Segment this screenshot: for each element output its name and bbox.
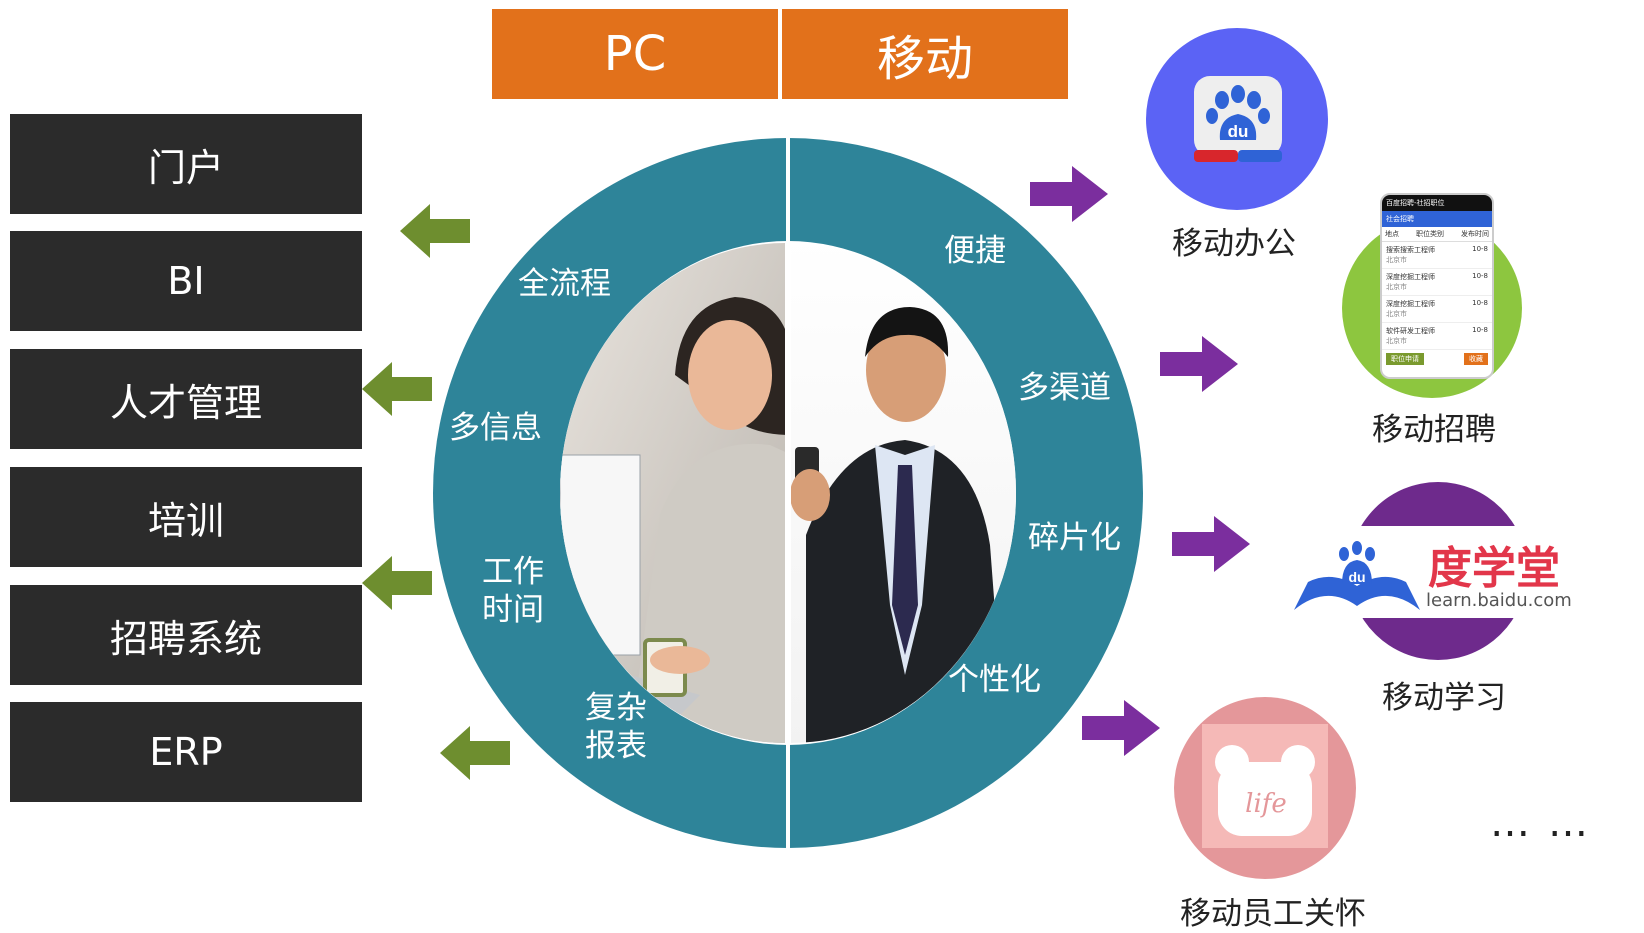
mobile-learning-label: 移动学习: [1382, 680, 1506, 716]
ring-label-personalized: 个性化: [948, 662, 1041, 698]
ring-label-complex: 复杂: [585, 690, 647, 726]
ring-label-multi-channel: 多渠道: [1018, 370, 1111, 406]
left-arrow-icon: [362, 362, 432, 416]
recruit-list-item: 搜索搜索工程师北京市 10-8: [1382, 242, 1492, 269]
recruit-screen-title: 百度招聘-社招职位: [1382, 195, 1492, 211]
ring-label-multi-info: 多信息: [449, 410, 542, 446]
learning-logo-url: learn.baidu.com: [1426, 590, 1572, 611]
system-erp: ERP: [10, 702, 362, 802]
recruit-list-item: 软件研发工程师北京市 10-8: [1382, 323, 1492, 350]
recruit-filter-location: 地点: [1385, 230, 1399, 238]
mobile-office-label: 移动办公: [1172, 226, 1296, 262]
left-arrow-icon: [440, 726, 510, 780]
left-arrow-icon: [362, 556, 432, 610]
ring-label-reports: 报表: [585, 728, 647, 764]
right-arrow-icon: [1160, 336, 1238, 392]
learning-icon-text: du: [1348, 569, 1365, 585]
recruit-apply-button[interactable]: 职位申请: [1386, 353, 1424, 365]
system-portal: 门户: [10, 114, 362, 214]
baidu-paw-icon: du: [1194, 76, 1282, 162]
life-bear-icon: life: [1202, 724, 1328, 848]
ring-label-fragmented: 碎片化: [1028, 520, 1121, 556]
recruit-filter-category: 职位类别: [1416, 230, 1444, 238]
employee-care-label: 移动员工关怀: [1180, 896, 1366, 932]
recruit-filter-date: 发布时间: [1461, 230, 1489, 238]
right-arrow-icon: [1172, 516, 1250, 572]
ring-label-time: 时间: [482, 592, 544, 628]
ring-label-work: 工作: [482, 554, 544, 590]
system-recruitment: 招聘系统: [10, 585, 362, 685]
system-training: 培训: [10, 467, 362, 567]
recruit-list-item: 深度挖掘工程师北京市 10-8: [1382, 269, 1492, 296]
recruit-phone-screen: 百度招聘-社招职位 社会招聘 地点 职位类别 发布时间 搜索搜索工程师北京市 1…: [1380, 193, 1494, 379]
baidu-icon-text: du: [1228, 122, 1249, 141]
system-bi: BI: [10, 231, 362, 331]
more-ellipsis: ……: [1490, 800, 1606, 846]
learning-book-icon: du: [1294, 541, 1420, 610]
recruit-list-item: 深度挖掘工程师北京市 10-8: [1382, 296, 1492, 323]
right-arrow-icon: [1030, 166, 1108, 222]
left-arrow-icon: [400, 204, 470, 258]
learning-logo-text: 度学堂: [1428, 543, 1560, 594]
central-ring: [433, 135, 1143, 851]
right-arrow-icon: [1082, 700, 1160, 756]
system-talent-management: 人才管理: [10, 349, 362, 449]
recruit-screen-search: 社会招聘: [1382, 211, 1492, 227]
learning-logo-band: [1290, 526, 1590, 618]
pc-header: PC: [492, 9, 778, 99]
recruit-fav-button[interactable]: 收藏: [1464, 353, 1488, 365]
life-icon-text: life: [1245, 789, 1287, 819]
mobile-header: 移动: [782, 9, 1068, 99]
ring-label-full-process: 全流程: [518, 266, 611, 302]
mobile-recruit-label: 移动招聘: [1372, 412, 1496, 448]
ring-label-convenient: 便捷: [944, 233, 1006, 269]
